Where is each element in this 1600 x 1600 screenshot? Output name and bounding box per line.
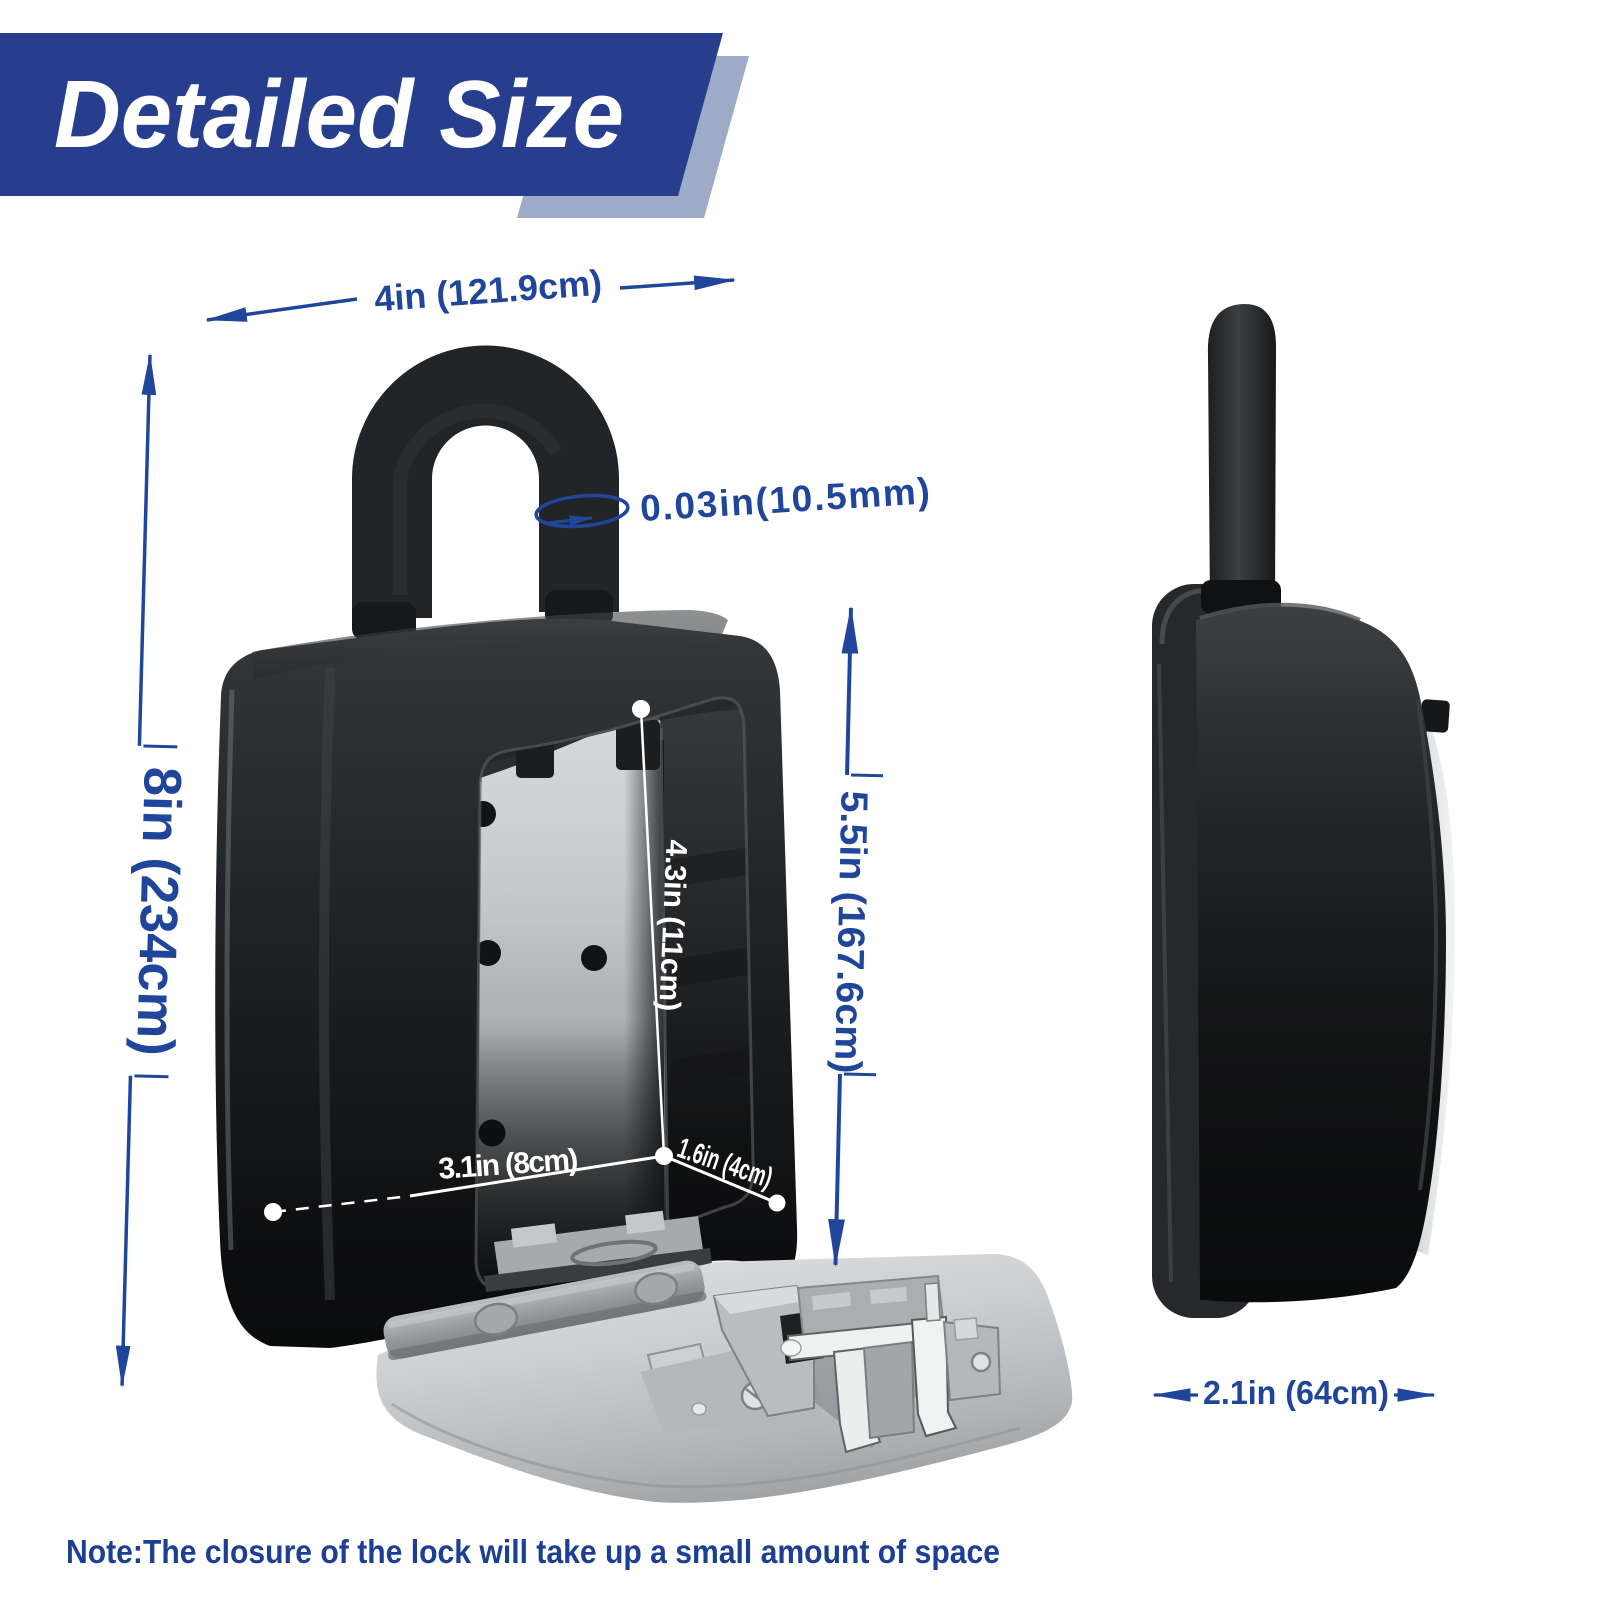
svg-text:8in (234cm): 8in (234cm) — [125, 766, 192, 1056]
svg-text:4.3in (11cm): 4.3in (11cm) — [652, 839, 692, 1012]
svg-text:0.03in(10.5mm): 0.03in(10.5mm) — [639, 470, 931, 529]
svg-text:Detailed Size: Detailed Size — [54, 61, 624, 168]
svg-text:4in (121.9cm): 4in (121.9cm) — [373, 262, 604, 320]
svg-text:Note:The closure of the lock w: Note:The closure of the lock will take u… — [66, 1534, 1000, 1571]
svg-text:2.1in (64cm): 2.1in (64cm) — [1203, 1374, 1389, 1411]
svg-text:5.5in (167.6cm): 5.5in (167.6cm) — [826, 790, 875, 1074]
